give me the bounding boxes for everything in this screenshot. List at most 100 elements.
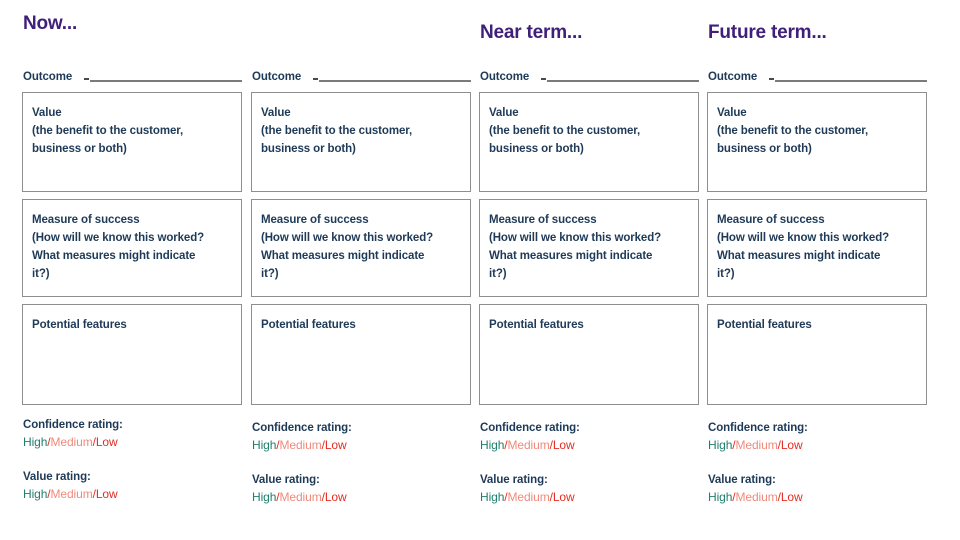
outcome-dash-icon [84, 78, 89, 80]
value-rating-block: Value rating: High/Medium/Low [480, 472, 700, 506]
measure-of-success-text: Measure of success (How will we know thi… [717, 214, 890, 280]
value-box[interactable]: Value (the benefit to the customer, busi… [479, 92, 699, 192]
outcome-rule-line [90, 80, 242, 82]
value-box-text: Value (the benefit to the customer, busi… [717, 107, 869, 155]
confidence-rating-options: High/Medium/Low [708, 437, 928, 454]
potential-features-text: Potential features [489, 319, 584, 331]
value-rating-options: High/Medium/Low [23, 486, 243, 503]
confidence-rating-options: High/Medium/Low [252, 437, 472, 454]
rating-option-low[interactable]: Low [552, 438, 575, 452]
measure-of-success-box[interactable]: Measure of success (How will we know thi… [479, 199, 699, 297]
potential-features-text: Potential features [32, 319, 127, 331]
value-rating-options: High/Medium/Low [480, 489, 700, 506]
confidence-rating-block: Confidence rating: High/Medium/Low [708, 420, 928, 454]
value-rating-label: Value rating: [708, 474, 776, 486]
confidence-rating-options: High/Medium/Low [23, 434, 243, 451]
rating-option-low[interactable]: Low [780, 438, 803, 452]
outcome-label: Outcome [23, 71, 73, 83]
potential-features-box[interactable]: Potential features [707, 304, 927, 405]
outcome-label: Outcome [252, 71, 302, 83]
outcome-label: Outcome [708, 71, 758, 83]
value-box-text: Value (the benefit to the customer, busi… [489, 107, 641, 155]
value-box-text: Value (the benefit to the customer, busi… [261, 107, 413, 155]
rating-option-medium[interactable]: Medium [279, 438, 322, 452]
rating-option-high[interactable]: High [708, 438, 733, 452]
value-box[interactable]: Value (the benefit to the customer, busi… [22, 92, 242, 192]
confidence-rating-block: Confidence rating: High/Medium/Low [252, 420, 472, 454]
rating-separator: / [504, 490, 508, 504]
rating-separator: / [276, 438, 280, 452]
value-rating-block: Value rating: High/Medium/Low [23, 469, 243, 503]
rating-option-low[interactable]: Low [95, 435, 118, 449]
phase-title-near-term: Near term... [480, 22, 583, 43]
rating-option-medium[interactable]: Medium [735, 490, 778, 504]
ratings-group: Confidence rating: High/Medium/Low Value… [480, 420, 700, 506]
rating-separator: / [321, 490, 325, 504]
confidence-rating-label: Confidence rating: [252, 422, 352, 434]
phase-column-now: Now... Outcome Value (the benefit to the… [22, 0, 242, 540]
rating-option-low[interactable]: Low [552, 490, 575, 504]
measure-of-success-box[interactable]: Measure of success (How will we know thi… [22, 199, 242, 297]
phase-column-second: Outcome Value (the benefit to the custom… [251, 0, 471, 540]
measure-of-success-box[interactable]: Measure of success (How will we know thi… [251, 199, 471, 297]
rating-separator: / [777, 490, 781, 504]
value-rating-options: High/Medium/Low [708, 489, 928, 506]
rating-option-medium[interactable]: Medium [50, 435, 93, 449]
confidence-rating-block: Confidence rating: High/Medium/Low [23, 417, 243, 451]
rating-option-medium[interactable]: Medium [507, 438, 550, 452]
value-rating-label: Value rating: [252, 474, 320, 486]
rating-option-medium[interactable]: Medium [279, 490, 322, 504]
rating-option-medium[interactable]: Medium [507, 490, 550, 504]
value-rating-block: Value rating: High/Medium/Low [708, 472, 928, 506]
value-rating-block: Value rating: High/Medium/Low [252, 472, 472, 506]
rating-option-medium[interactable]: Medium [50, 487, 93, 501]
outcome-dash-icon [769, 78, 774, 80]
rating-separator: / [777, 438, 781, 452]
value-rating-label: Value rating: [480, 474, 548, 486]
rating-option-high[interactable]: High [23, 435, 48, 449]
rating-option-high[interactable]: High [23, 487, 48, 501]
potential-features-text: Potential features [717, 319, 812, 331]
value-rating-options: High/Medium/Low [252, 489, 472, 506]
rating-option-low[interactable]: Low [95, 487, 118, 501]
rating-option-medium[interactable]: Medium [735, 438, 778, 452]
value-box-text: Value (the benefit to the customer, busi… [32, 107, 184, 155]
rating-separator: / [47, 487, 51, 501]
rating-separator: / [92, 487, 96, 501]
confidence-rating-options: High/Medium/Low [480, 437, 700, 454]
rating-option-low[interactable]: Low [780, 490, 803, 504]
potential-features-box[interactable]: Potential features [22, 304, 242, 405]
outcome-header-now: Outcome [23, 71, 242, 87]
rating-option-high[interactable]: High [480, 438, 505, 452]
value-box[interactable]: Value (the benefit to the customer, busi… [251, 92, 471, 192]
outcome-dash-icon [541, 78, 546, 80]
value-box[interactable]: Value (the benefit to the customer, busi… [707, 92, 927, 192]
potential-features-box[interactable]: Potential features [479, 304, 699, 405]
confidence-rating-label: Confidence rating: [480, 422, 580, 434]
confidence-rating-label: Confidence rating: [708, 422, 808, 434]
rating-option-high[interactable]: High [252, 438, 277, 452]
rating-option-low[interactable]: Low [324, 438, 347, 452]
phase-title-now: Now... [23, 13, 78, 34]
rating-separator: / [276, 490, 280, 504]
rating-option-low[interactable]: Low [324, 490, 347, 504]
potential-features-box[interactable]: Potential features [251, 304, 471, 405]
rating-separator: / [549, 438, 553, 452]
ratings-group: Confidence rating: High/Medium/Low Value… [23, 417, 243, 503]
rating-option-high[interactable]: High [252, 490, 277, 504]
measure-of-success-text: Measure of success (How will we know thi… [32, 214, 205, 280]
measure-of-success-box[interactable]: Measure of success (How will we know thi… [707, 199, 927, 297]
phase-title-future-term: Future term... [708, 22, 827, 43]
confidence-rating-label: Confidence rating: [23, 419, 123, 431]
phase-column-future-term: Future term... Outcome Value (the benefi… [707, 0, 927, 540]
outcome-rule-line [775, 80, 927, 82]
rating-option-high[interactable]: High [708, 490, 733, 504]
rating-separator: / [321, 438, 325, 452]
outcome-rule-line [319, 80, 471, 82]
outcome-rule-line [547, 80, 699, 82]
outcome-dash-icon [313, 78, 318, 80]
rating-option-high[interactable]: High [480, 490, 505, 504]
rating-separator: / [47, 435, 51, 449]
value-rating-label: Value rating: [23, 471, 91, 483]
